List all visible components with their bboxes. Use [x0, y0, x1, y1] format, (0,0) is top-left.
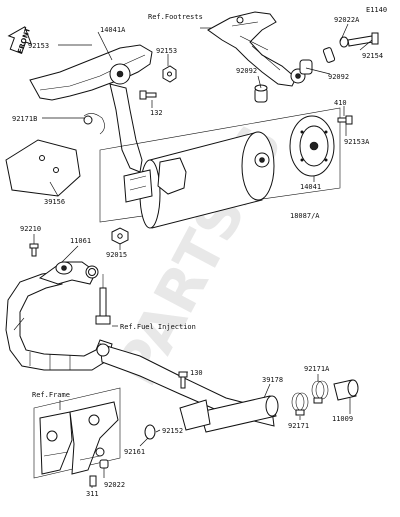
label-14041: 14041 — [300, 183, 321, 191]
collars-92092 — [254, 59, 313, 103]
label-39178: 39178 — [262, 376, 283, 384]
label-92171: 92171 — [288, 422, 309, 430]
grommet-92161 — [144, 424, 156, 440]
label-92022: 92022 — [104, 481, 125, 489]
label-92210: 92210 — [20, 225, 41, 233]
label-11009: 11009 — [332, 415, 353, 423]
bolt-132 — [139, 90, 157, 100]
label-92153A: 92153A — [344, 138, 370, 146]
clamp-92171 — [291, 392, 309, 416]
label-130: 130 — [190, 369, 203, 377]
label-92153-mid: 92153 — [156, 47, 177, 55]
label-311: 311 — [86, 490, 99, 498]
label-92154: 92154 — [362, 52, 383, 60]
collar-92022 — [99, 459, 109, 469]
label-92022A: 92022A — [334, 16, 360, 24]
heat-guard-bracket — [29, 44, 153, 173]
label-410: 410 — [334, 99, 347, 107]
leader-lines — [33, 23, 373, 488]
label-18087A: 18087/A — [290, 212, 320, 220]
label-92171B: 92171B — [12, 115, 37, 123]
heat-pad-39156 — [5, 139, 81, 197]
link-pipe-39178 — [179, 395, 279, 433]
label-14041A: 14041A — [100, 26, 126, 34]
label-92092-right: 92092 — [328, 73, 349, 81]
muffler-18087A — [123, 131, 275, 229]
label-92092-left: 92092 — [236, 67, 257, 75]
label-132: 132 — [150, 109, 163, 117]
label-92015: 92015 — [106, 251, 127, 259]
nut-92153 — [162, 65, 177, 83]
label-92161: 92161 — [124, 448, 145, 456]
o2-sensor — [95, 274, 111, 357]
front-arrow-icon — [7, 26, 33, 54]
gasket-11009 — [333, 379, 359, 401]
label-39156: 39156 — [44, 198, 65, 206]
bolts-410 — [337, 115, 353, 125]
footrest-bracket — [207, 11, 306, 87]
bolt-92210 — [29, 243, 39, 257]
diagram-code: E1140 — [366, 6, 387, 14]
ref-fuel-injection: Ref.Fuel Injection — [120, 323, 196, 331]
end-cap-14041 — [289, 115, 335, 177]
nut-92015 — [111, 227, 129, 245]
label-92152: 92152 — [162, 427, 183, 435]
muffler-box-outline — [99, 107, 341, 223]
ref-footrests: Ref.Footrests — [148, 13, 203, 21]
label-11061: 11061 — [70, 237, 91, 245]
label-92153-top: 92153 — [28, 42, 49, 50]
bolt-311 — [89, 475, 97, 487]
frame — [33, 387, 121, 479]
ref-frame: Ref.Frame — [32, 391, 70, 399]
clamp-92171A — [311, 380, 329, 404]
label-92171A: 92171A — [304, 365, 330, 373]
